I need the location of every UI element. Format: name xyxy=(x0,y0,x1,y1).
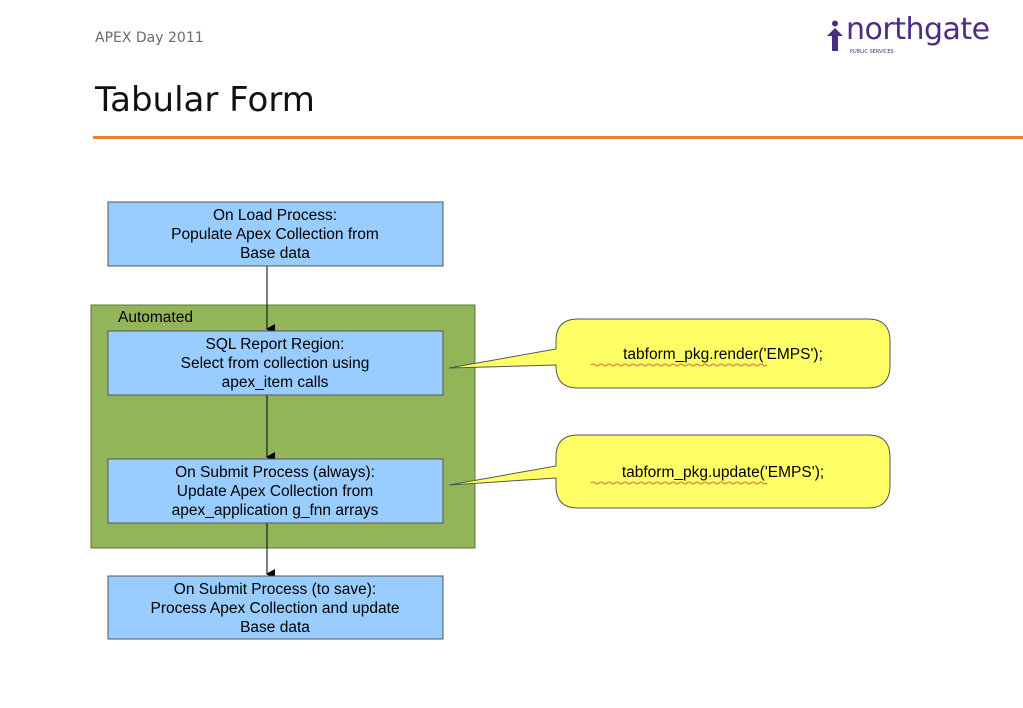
callout-render: tabform_pkg.render('EMPS'); xyxy=(448,318,891,389)
box-line: On Load Process: xyxy=(213,207,337,224)
event-label: APEX Day 2011 xyxy=(95,30,204,46)
page-title: Tabular Form xyxy=(95,80,315,120)
box-line: Base data xyxy=(240,245,310,262)
callout-text: tabform_pkg.update('EMPS'); xyxy=(622,464,824,481)
box-line: Base data xyxy=(240,619,310,636)
process-box-on-load: On Load Process: Populate Apex Collectio… xyxy=(107,201,444,267)
logo-subtitle: PUBLIC SERVICES xyxy=(850,49,894,55)
box-line: Update Apex Collection from xyxy=(177,483,373,500)
process-box-on-submit-always: On Submit Process (always): Update Apex … xyxy=(107,458,444,524)
group-label: Automated xyxy=(118,309,193,326)
callout-update: tabform_pkg.update('EMPS'); xyxy=(448,434,891,509)
box-line: Populate Apex Collection from xyxy=(171,226,379,243)
spellcheck-underline xyxy=(590,363,768,367)
callout-text: tabform_pkg.render('EMPS'); xyxy=(623,346,823,363)
process-box-sql-report: SQL Report Region: Select from collectio… xyxy=(107,330,444,396)
title-divider xyxy=(93,136,1023,139)
box-line: Select from collection using xyxy=(181,355,370,372)
box-line: On Submit Process (to save): xyxy=(174,581,376,598)
spellcheck-underline xyxy=(590,481,768,485)
box-line: On Submit Process (always): xyxy=(175,464,375,481)
process-box-on-submit-save: On Submit Process (to save): Process Ape… xyxy=(107,575,444,640)
arrow-person-icon xyxy=(827,20,843,51)
northgate-logo: northgate PUBLIC SERVICES xyxy=(826,12,990,60)
logo-brand-text: northgate xyxy=(846,12,990,47)
box-line: apex_application g_fnn arrays xyxy=(172,502,379,519)
box-line: SQL Report Region: xyxy=(205,336,344,353)
box-line: apex_item calls xyxy=(222,374,329,391)
box-line: Process Apex Collection and update xyxy=(150,600,399,617)
